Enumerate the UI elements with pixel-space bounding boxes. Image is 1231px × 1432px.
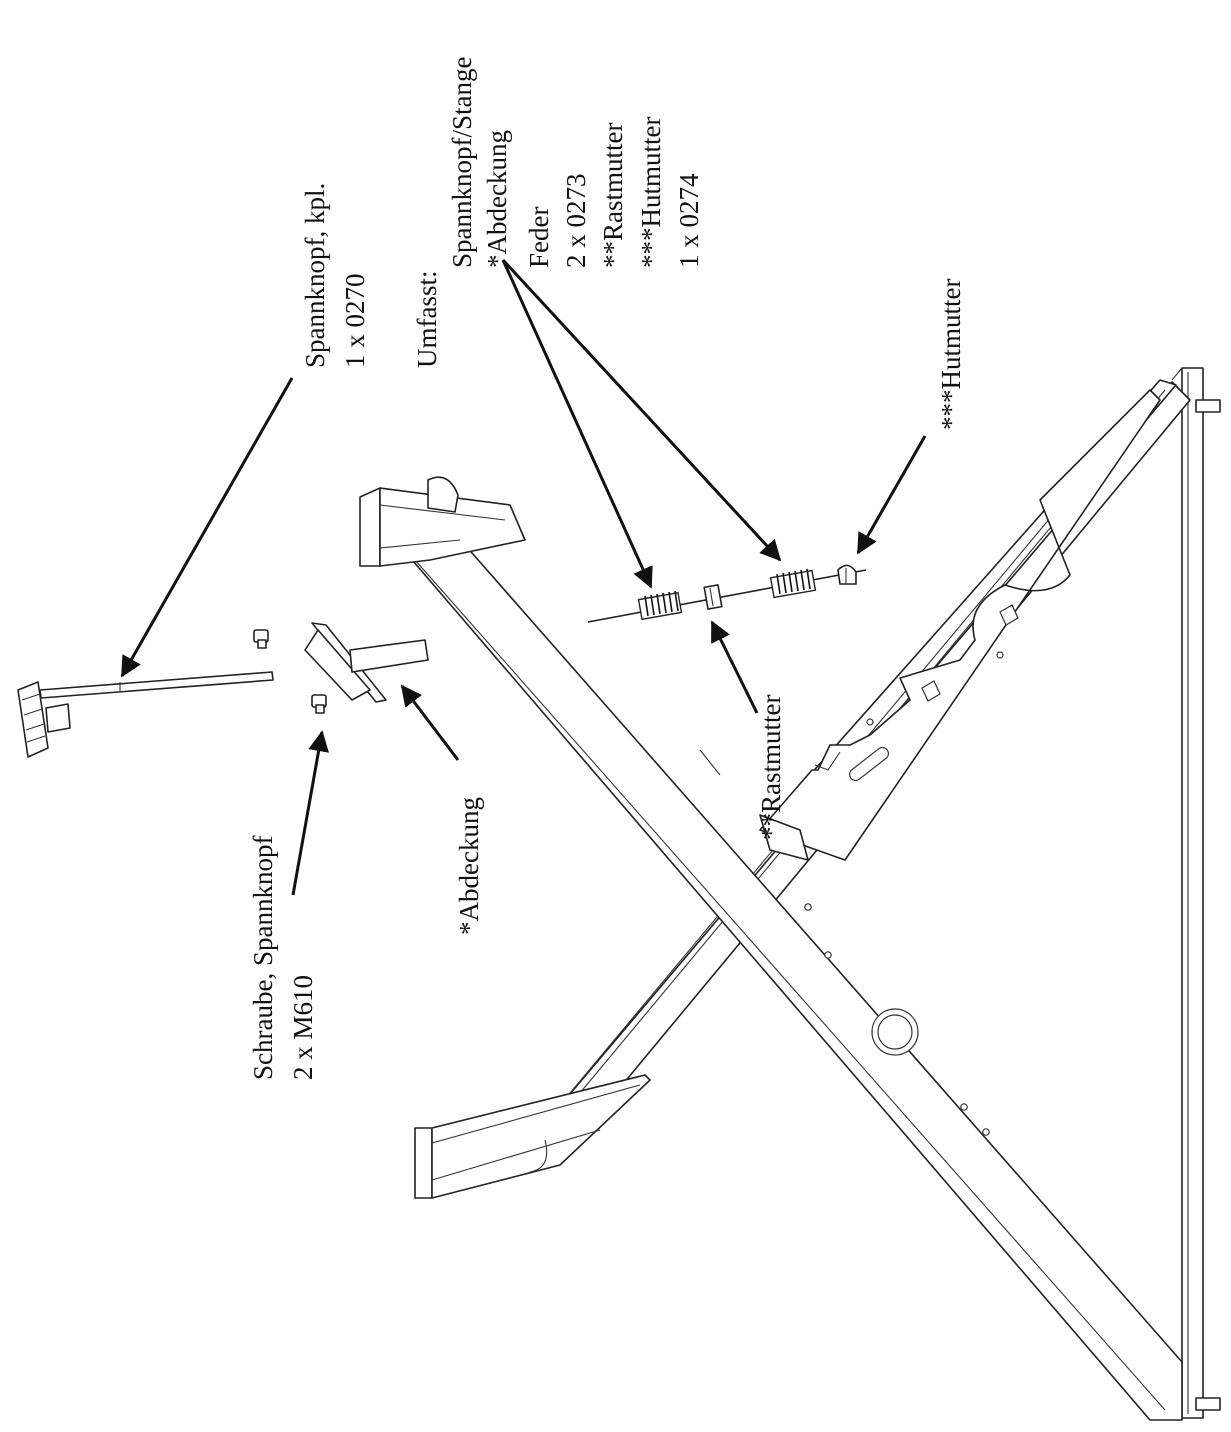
screw-lower xyxy=(311,694,327,714)
label-hutmutter: ***Hutmutter xyxy=(936,279,966,430)
cover-part xyxy=(304,622,429,703)
spring-left xyxy=(637,590,683,621)
arrow-abdeckung xyxy=(400,684,460,761)
label-umfasst-item3: Feder xyxy=(524,207,554,268)
label-umfasst-item6: ***Hutmutter xyxy=(636,117,666,268)
label-umfasst-block: Umfasst: Spannknopf/Stange *Abdeckung Fe… xyxy=(412,57,704,368)
lower-frame-beam xyxy=(414,379,1191,1199)
label-umfasst-item7: 1 x 0274 xyxy=(674,173,704,268)
base-rail xyxy=(1171,367,1221,1419)
arrow-hutmutter xyxy=(856,435,927,555)
arrow-umfasst-right-spring xyxy=(501,258,782,562)
label-rastmutter: **Rastmutter xyxy=(756,695,786,840)
detent-nut xyxy=(703,584,723,610)
label-umfasst-heading: Umfasst: xyxy=(412,271,442,369)
label-spannknopf-kpl-line2: 1 x 0270 xyxy=(340,274,370,369)
label-abdeckung: *Abdeckung xyxy=(454,797,484,935)
label-umfasst-item2: *Abdeckung xyxy=(482,130,512,268)
spring-rod-assembly xyxy=(587,564,867,623)
cap-nut xyxy=(837,564,857,585)
label-umfasst-item1: Spannknopf/Stange xyxy=(447,57,477,268)
label-schraube-line1: Schraube, Spannknopf xyxy=(248,836,278,1080)
tension-knob-assembly xyxy=(17,671,274,758)
arrow-spannknopf xyxy=(120,377,294,678)
label-spannknopf-kpl-line1: Spannknopf, kpl. xyxy=(300,183,330,368)
upper-frame-beam xyxy=(359,476,1183,1421)
arrow-umfasst-left-spring xyxy=(501,259,653,589)
arrow-schraube xyxy=(291,730,329,896)
screw-upper xyxy=(253,629,269,649)
arrow-rastmutter xyxy=(710,620,759,714)
label-schraube: Schraube, Spannknopf 2 x M610 xyxy=(248,836,318,1080)
spring-right xyxy=(769,568,817,599)
label-umfasst-item4: 2 x 0273 xyxy=(561,174,591,269)
label-umfasst-item5: **Rastmutter xyxy=(598,123,628,268)
label-schraube-line2: 2 x M610 xyxy=(288,975,318,1080)
label-spannknopf-kpl: Spannknopf, kpl. 1 x 0270 xyxy=(300,183,370,368)
